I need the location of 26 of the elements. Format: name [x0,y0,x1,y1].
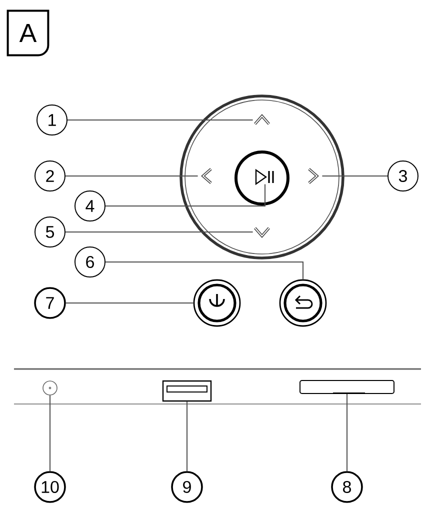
callout-number: 1 [36,104,68,136]
callout-number: 3 [388,160,418,192]
leader-line [346,394,348,472]
right-button [308,168,319,184]
callout-number: 10 [34,471,66,503]
back-button [279,279,327,327]
leader-line [105,262,304,280]
up-button [254,114,270,125]
callout-number: 9 [171,471,203,503]
callout-number: 2 [34,160,66,192]
usb-port [162,380,212,402]
down-button [254,227,270,238]
center-button [234,150,290,206]
callout-number: 7 [34,287,66,319]
leader-line [105,184,266,206]
leader-line [186,401,188,472]
callout-number: 6 [74,246,106,278]
callout-number: 4 [74,190,106,222]
callout-number: 8 [331,471,363,503]
leader-line [65,302,194,304]
panel-letter: A [6,10,50,56]
callout-number: 5 [34,216,66,248]
card-slot [300,380,394,394]
power-jack [42,380,58,396]
left-button [201,168,212,184]
mic-button [193,279,241,327]
